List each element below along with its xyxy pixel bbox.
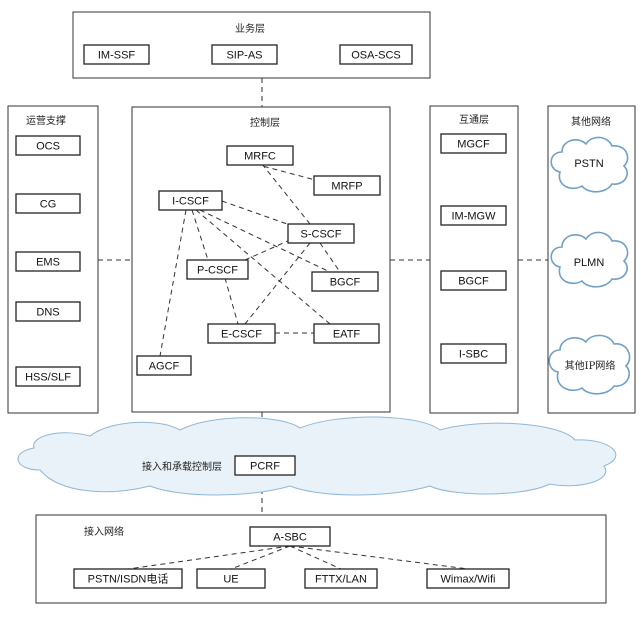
other-networks-title: 其他网络	[571, 115, 611, 128]
access-node-wimax-wifi-label: Wimax/Wifi	[441, 574, 496, 586]
service-node-sip-as-label: SIP-AS	[226, 50, 262, 62]
bearer-node-pcrf: PCRF	[234, 455, 296, 476]
access-node-fttx-lan-label: FTTX/LAN	[315, 574, 367, 586]
interworking-node-mgcf-label: MGCF	[457, 139, 490, 151]
access-bearer-title: 接入和承载控制层	[142, 460, 222, 473]
link-asbc-fttx-lan	[289, 545, 342, 570]
link-icscf-eatf	[195, 209, 331, 325]
link-asbc-wimax-wifi	[289, 545, 469, 570]
control-node-ecscf: E-CSCF	[207, 323, 276, 344]
link-mrfc-scscf	[261, 163, 311, 225]
service-node-im-ssf: IM-SSF	[83, 44, 150, 65]
ops-node-ems-label: EMS	[36, 257, 60, 269]
control-node-mrfc-label: MRFC	[244, 151, 276, 163]
cloud-plmn-label: PLMN	[574, 257, 605, 269]
interworking-node-im-mgw: IM-MGW	[440, 205, 507, 226]
service-layer-title: 业务层	[235, 22, 265, 35]
cloud-pstn: PSTN	[550, 136, 629, 193]
ops-node-dns-label: DNS	[36, 307, 59, 319]
control-node-eatf-label: EATF	[333, 329, 361, 341]
cloud-plmn: PLMN	[550, 231, 629, 288]
cloud-other-ip-label: 其他IP网络	[565, 359, 616, 372]
access-bearer-cloud: 接入和承载控制层 PCRF	[17, 416, 617, 496]
ops-node-ocs-label: OCS	[36, 141, 60, 153]
service-node-sip-as: SIP-AS	[211, 44, 278, 65]
control-node-icscf-label: I-CSCF	[172, 196, 209, 208]
ops-node-cg: CG	[15, 193, 81, 214]
service-layer-panel: 业务层 IM-SSF SIP-AS OSA-SCS	[72, 11, 431, 79]
control-node-mrfc: MRFC	[226, 145, 294, 166]
link-asbc-ue	[230, 545, 291, 570]
service-node-im-ssf-label: IM-SSF	[98, 50, 136, 62]
link-pcscf-ecscf	[224, 277, 239, 325]
control-node-scscf: S-CSCF	[287, 223, 355, 244]
access-node-pstn-isdn: PSTN/ISDN电话	[73, 568, 183, 589]
interworking-layer-panel: 互通层 MGCF IM-MGW BGCF I-SBC	[429, 105, 519, 414]
control-internal-links	[159, 163, 341, 357]
access-bearer-cloud-shape	[17, 416, 617, 496]
control-node-scscf-label: S-CSCF	[301, 229, 342, 241]
access-node-fttx-lan: FTTX/LAN	[304, 568, 378, 589]
interworking-node-bgcf: BGCF	[440, 270, 507, 291]
access-links	[127, 545, 469, 570]
other-networks-panel: 其他网络 PSTN PLMN 其他IP网络	[547, 105, 636, 414]
control-node-bgcf-label: BGCF	[330, 277, 361, 289]
control-layer-title: 控制层	[250, 116, 280, 129]
bearer-node-pcrf-label: PCRF	[250, 461, 280, 473]
access-network-title: 接入网络	[84, 525, 124, 538]
service-node-osa-scs: OSA-SCS	[339, 44, 413, 65]
link-scscf-bgcf	[319, 242, 341, 273]
link-icscf-agcf	[159, 209, 187, 357]
control-node-agcf-label: AGCF	[149, 361, 180, 373]
service-node-osa-scs-label: OSA-SCS	[351, 50, 401, 62]
access-node-wimax-wifi: Wimax/Wifi	[426, 568, 510, 589]
interworking-node-im-mgw-label: IM-MGW	[452, 211, 497, 223]
interworking-node-bgcf-label: BGCF	[458, 276, 489, 288]
control-node-icscf: I-CSCF	[158, 190, 223, 211]
access-network-panel: 接入网络 A-SBC PSTN/ISDN电话 UE FTTX/LAN Wimax…	[35, 514, 607, 604]
access-node-pstn-isdn-label: PSTN/ISDN电话	[88, 573, 169, 586]
ops-node-ocs: OCS	[15, 135, 81, 156]
control-node-pcscf: P-CSCF	[186, 259, 249, 280]
control-node-pcscf-label: P-CSCF	[197, 265, 238, 277]
control-node-mrfp-label: MRFP	[331, 181, 362, 193]
link-asbc-pstn-isdn	[127, 545, 291, 570]
interworking-node-i-sbc: I-SBC	[440, 343, 507, 364]
control-layer-panel: 控制层 MRFC MRFP I-CSCF	[131, 106, 391, 413]
ops-support-title: 运营支撑	[26, 114, 66, 127]
interworking-node-mgcf: MGCF	[440, 133, 507, 154]
cloud-pstn-label: PSTN	[574, 158, 603, 170]
cloud-other-ip: 其他IP网络	[548, 334, 631, 395]
access-node-ue-label: UE	[223, 574, 238, 586]
link-icscf-scscf	[221, 200, 291, 226]
access-node-ue: UE	[196, 568, 266, 589]
ops-node-dns: DNS	[15, 301, 81, 322]
access-hub-a-sbc: A-SBC	[249, 526, 331, 547]
ops-node-cg-label: CG	[40, 199, 57, 211]
access-hub-a-sbc-label: A-SBC	[273, 532, 307, 544]
ops-node-hss-slf: HSS/SLF	[15, 366, 81, 387]
interworking-layer-title: 互通层	[459, 114, 489, 126]
ops-support-panel: 运营支撑 OCS CG EMS DNS HSS/SLF	[7, 105, 99, 414]
ops-node-ems: EMS	[15, 251, 81, 272]
link-icscf-bgcf	[199, 209, 331, 273]
control-node-ecscf-label: E-CSCF	[221, 329, 262, 341]
control-node-agcf: AGCF	[136, 355, 192, 376]
ops-node-hss-slf-label: HSS/SLF	[25, 372, 71, 384]
control-node-bgcf: BGCF	[311, 271, 379, 292]
interworking-node-i-sbc-label: I-SBC	[459, 349, 488, 361]
control-node-eatf: EATF	[313, 323, 380, 344]
control-node-mrfp: MRFP	[313, 175, 381, 196]
